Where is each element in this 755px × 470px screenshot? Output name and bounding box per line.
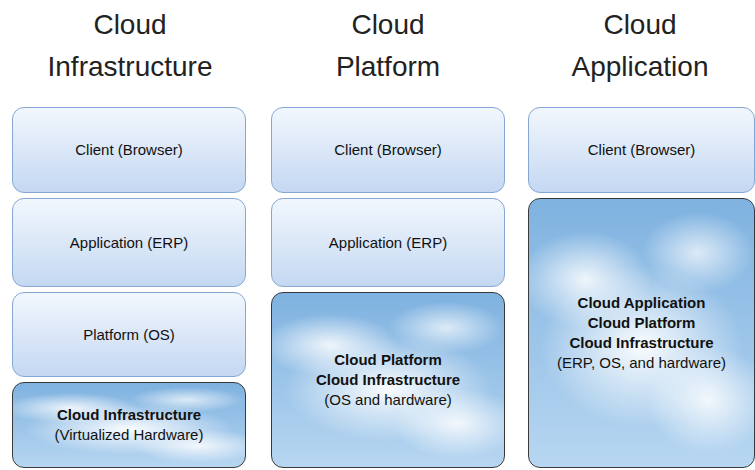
layer-text: (Virtualized Hardware) bbox=[55, 425, 204, 445]
layer-heading: Cloud Infrastructure bbox=[316, 370, 460, 390]
layer-text: Client (Browser) bbox=[334, 140, 442, 160]
cloud-layer-box: Cloud Infrastructure(Virtualized Hardwar… bbox=[12, 382, 246, 468]
layer-text: Application (ERP) bbox=[70, 233, 188, 253]
layer-heading: Cloud Platform bbox=[334, 350, 442, 370]
layer-text: Client (Browser) bbox=[588, 140, 696, 160]
layer-box: Application (ERP) bbox=[271, 198, 505, 287]
layer-heading: Cloud Platform bbox=[588, 313, 696, 333]
layer-text: (OS and hardware) bbox=[324, 390, 452, 410]
layer-heading: Cloud Infrastructure bbox=[57, 405, 201, 425]
cloud-layer-box: Cloud ApplicationCloud PlatformCloud Inf… bbox=[528, 198, 755, 468]
column-title: Cloud Application bbox=[550, 4, 730, 88]
column-title: Cloud Platform bbox=[313, 4, 463, 88]
layer-text: Application (ERP) bbox=[329, 233, 447, 253]
cloud-layer-box: Cloud PlatformCloud Infrastructure(OS an… bbox=[271, 292, 505, 468]
layer-text: Platform (OS) bbox=[83, 325, 175, 345]
layer-heading: Cloud Infrastructure bbox=[569, 333, 713, 353]
layer-text: (ERP, OS, and hardware) bbox=[557, 353, 726, 373]
layer-heading: Cloud Application bbox=[578, 293, 706, 313]
layer-box: Client (Browser) bbox=[12, 107, 246, 193]
layer-box: Client (Browser) bbox=[528, 107, 755, 193]
column-title: Cloud Infrastructure bbox=[30, 4, 230, 88]
layer-box: Client (Browser) bbox=[271, 107, 505, 193]
layer-box: Application (ERP) bbox=[12, 198, 246, 287]
layer-box: Platform (OS) bbox=[12, 292, 246, 377]
layer-text: Client (Browser) bbox=[75, 140, 183, 160]
